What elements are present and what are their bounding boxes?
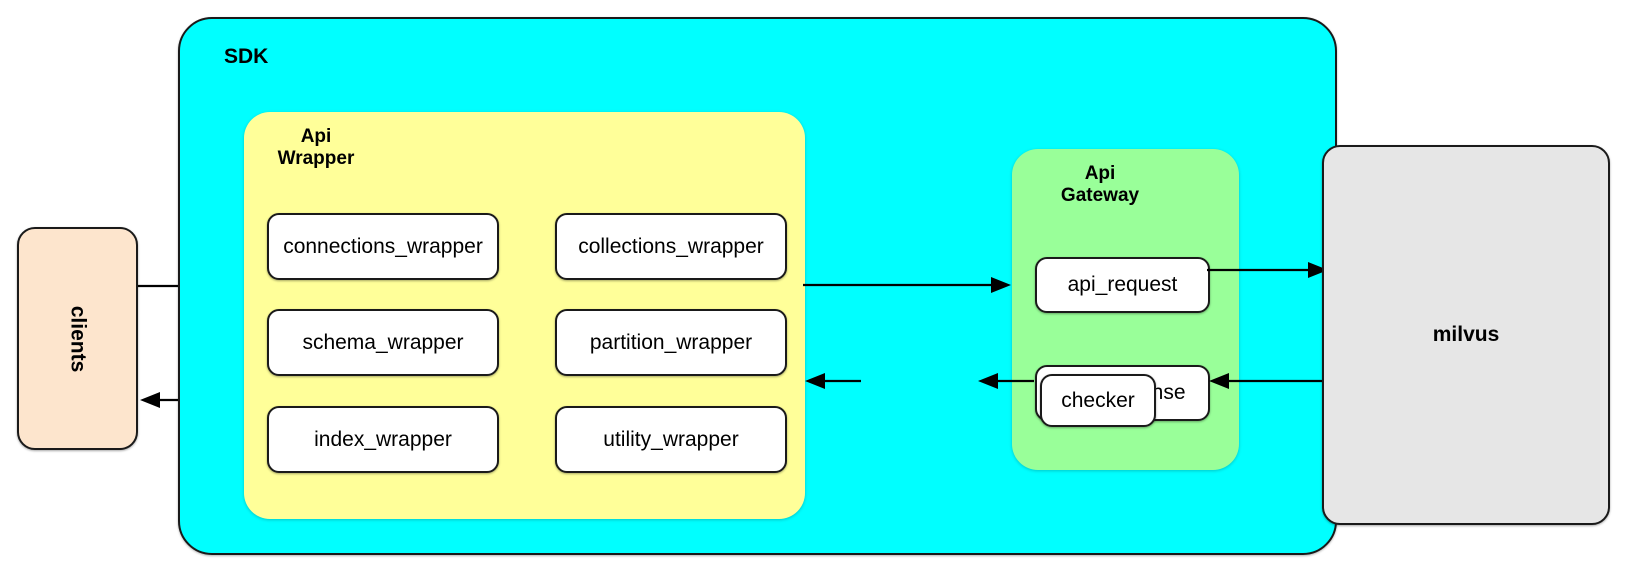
container-api-wrapper[interactable]: Api Wrapper connections_wrapper collecti… <box>244 112 805 519</box>
milvus-label: milvus <box>1432 323 1500 346</box>
container-sdk[interactable]: SDK Api Wrapper connections_wrapper coll… <box>178 17 1337 555</box>
arrow-milvus-to-api-response <box>1209 373 1323 389</box>
module-label: utility_wrapper <box>603 427 739 451</box>
arrow-api-wrapper-to-api-gateway <box>803 277 1011 293</box>
node-clients[interactable]: clients <box>17 227 138 450</box>
module-collections-wrapper[interactable]: collections_wrapper <box>555 213 787 280</box>
module-utility-wrapper[interactable]: utility_wrapper <box>555 406 787 473</box>
sdk-title: SDK <box>224 45 269 68</box>
node-checker[interactable]: checker <box>1040 374 1156 427</box>
module-index-wrapper[interactable]: index_wrapper <box>267 406 499 473</box>
module-label: api_request <box>1067 273 1178 296</box>
clients-label: clients <box>66 305 90 372</box>
module-label: partition_wrapper <box>589 330 753 354</box>
module-api-request[interactable]: api_request <box>1035 257 1210 313</box>
module-connections-wrapper[interactable]: connections_wrapper <box>267 213 499 280</box>
module-label: connections_wrapper <box>283 234 483 258</box>
arrow-api-request-to-milvus <box>1207 262 1328 278</box>
module-label: schema_wrapper <box>302 330 464 354</box>
node-milvus[interactable]: milvus <box>1322 145 1610 525</box>
arrow-checker-to-api-wrapper <box>805 373 861 389</box>
module-label: index_wrapper <box>314 427 452 451</box>
module-label: collections_wrapper <box>578 234 764 258</box>
module-partition-wrapper[interactable]: partition_wrapper <box>555 309 787 376</box>
arrow-api-response-to-checker <box>978 373 1034 389</box>
checker-label: checker <box>1061 388 1135 412</box>
module-schema-wrapper[interactable]: schema_wrapper <box>267 309 499 376</box>
api-wrapper-title: Api Wrapper <box>277 126 355 170</box>
api-gateway-title: Api Gateway <box>1060 163 1140 207</box>
